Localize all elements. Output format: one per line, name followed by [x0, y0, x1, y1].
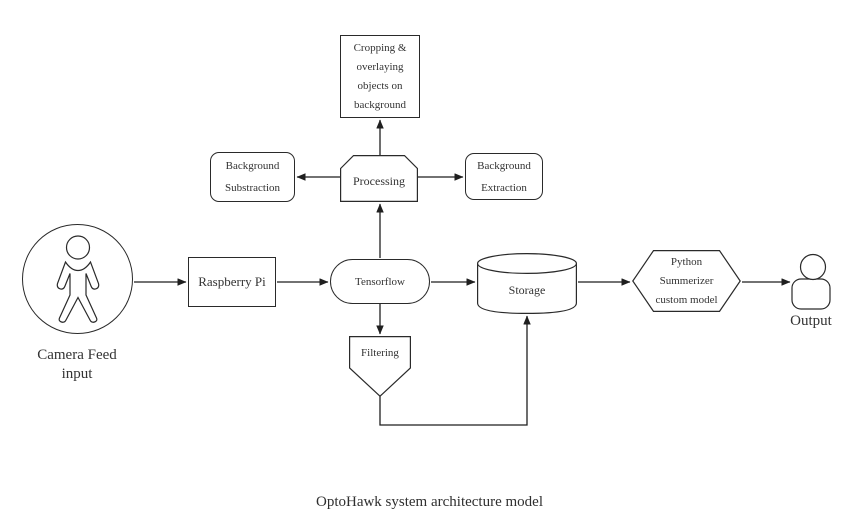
filtering-pentagon-shape [349, 336, 411, 397]
node-storage: Storage [477, 253, 577, 314]
camera-feed-caption: Camera Feed input [37, 347, 117, 382]
node-cropping-overlaying: Cropping & overlaying objects on backgro… [340, 35, 420, 118]
node-raspberry-pi: Raspberry Pi [188, 257, 276, 307]
node-storage-label: Storage [508, 283, 546, 297]
node-filtering-label: Filtering [361, 347, 399, 359]
python-model-hexagon-shape [632, 250, 741, 312]
person-standing-icon [56, 235, 99, 323]
arrow-filtering-to-storage-loop [379, 315, 531, 426]
node-tensorflow: Tensorflow [330, 259, 430, 304]
node-camera-feed [22, 224, 133, 334]
output-caption: Output [790, 313, 832, 329]
node-python-model-label: Python Summerizer custom model [655, 255, 718, 306]
node-filtering: Filtering [349, 336, 411, 397]
node-raspberry-pi-label: Raspberry Pi [198, 274, 266, 289]
node-background-extraction-label: Background Extraction [477, 159, 531, 194]
node-background-subtraction: Background Substraction [210, 152, 295, 202]
diagram-title: OptoHawk system architecture model [315, 494, 543, 510]
node-tensorflow-label: Tensorflow [355, 275, 405, 288]
storage-cylinder-shape [477, 253, 577, 314]
node-background-subtraction-label: Background Substraction [225, 160, 280, 194]
node-background-extraction: Background Extraction [465, 153, 543, 200]
processing-shape [340, 155, 418, 202]
node-output [791, 252, 832, 310]
node-processing-label: Processing [353, 174, 405, 188]
node-cropping-overlaying-label: Cropping & overlaying objects on backgro… [353, 41, 407, 111]
person-icon [791, 253, 831, 310]
node-processing: Processing [340, 155, 418, 202]
node-python-model: Python Summerizer custom model [632, 250, 741, 312]
